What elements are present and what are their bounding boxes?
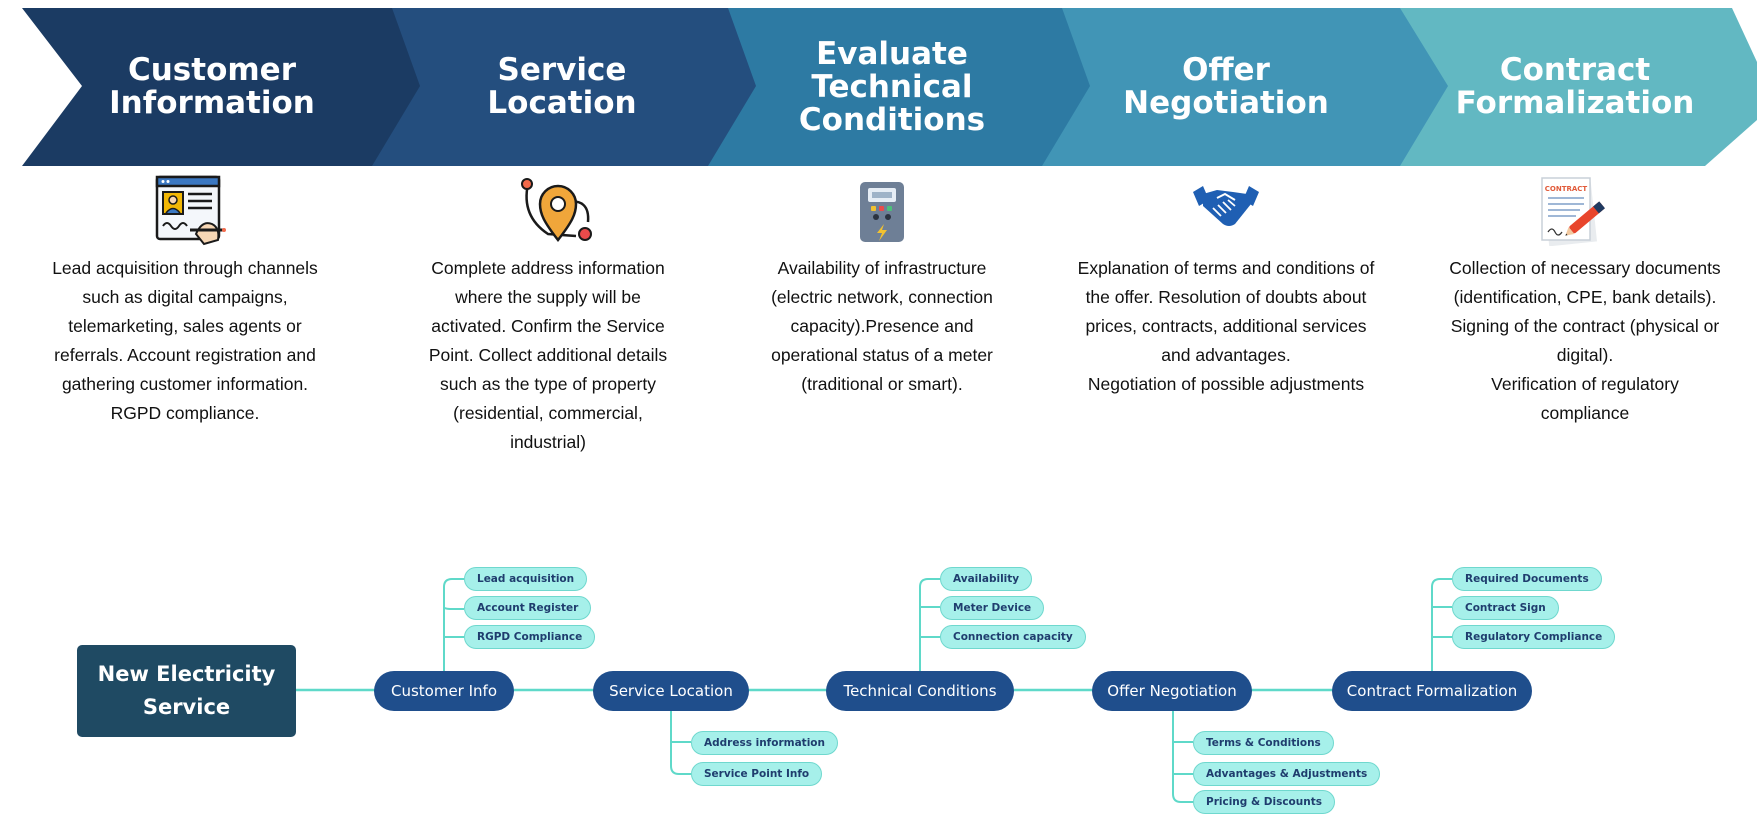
step-description-contract-formalization: Collection of necessary documents(identi… [1449, 258, 1721, 423]
mindmap-leaf[interactable]: Account Register [464, 596, 592, 620]
mindmap-node-technical-conditions[interactable]: Technical Conditions [826, 671, 1014, 711]
banner-arrow-2 [360, 8, 756, 166]
mindmap-node-contract-formalization[interactable]: Contract Formalization [1332, 671, 1532, 711]
mindmap-leaf[interactable]: Terms & Conditions [1193, 731, 1334, 755]
mindmap-leaf[interactable]: Required Documents [1452, 567, 1602, 591]
mindmap-leaf[interactable]: Meter Device [940, 596, 1045, 620]
banner-arrow-3 [697, 8, 1090, 166]
location-pin-icon [521, 178, 592, 243]
mindmap-leaf[interactable]: Contract Sign [1452, 596, 1559, 620]
mindmap-leaf[interactable]: Availability [940, 567, 1033, 591]
mindmap-leaf[interactable]: Pricing & Discounts [1193, 790, 1335, 814]
mindmap-leaf[interactable]: Service Point Info [691, 762, 823, 786]
contract-signing-icon: CONTRACT [1541, 177, 1606, 246]
mindmap-node-service-location[interactable]: Service Location [593, 671, 749, 711]
mindmap-leaf[interactable]: Connection capacity [940, 625, 1086, 649]
mindmap-leaf[interactable]: RGPD Compliance [464, 625, 596, 649]
contract-label: CONTRACT [1545, 185, 1588, 193]
electric-meter-icon [860, 182, 904, 242]
process-banner [22, 8, 1757, 166]
handshake-icon [1193, 186, 1259, 226]
mindmap-leaf[interactable]: Regulatory Compliance [1452, 625, 1616, 649]
mindmap-leaf[interactable]: Address information [691, 731, 838, 755]
customer-registration-icon [155, 175, 226, 246]
mindmap-node-offer-negotiation[interactable]: Offer Negotiation [1092, 671, 1252, 711]
mindmap-node-customer-info[interactable]: Customer Info [374, 671, 514, 711]
mindmap-leaf[interactable]: Lead acquisition [464, 567, 588, 591]
mindmap-leaf[interactable]: Advantages & Adjustments [1193, 762, 1381, 786]
banner-arrow-5 [1365, 8, 1757, 166]
banner-arrow-4 [1032, 8, 1448, 166]
banner-arrow-1 [22, 8, 420, 166]
step-description-evaluate-technical-conditions: Availability of infrastructure(electric … [771, 258, 993, 394]
